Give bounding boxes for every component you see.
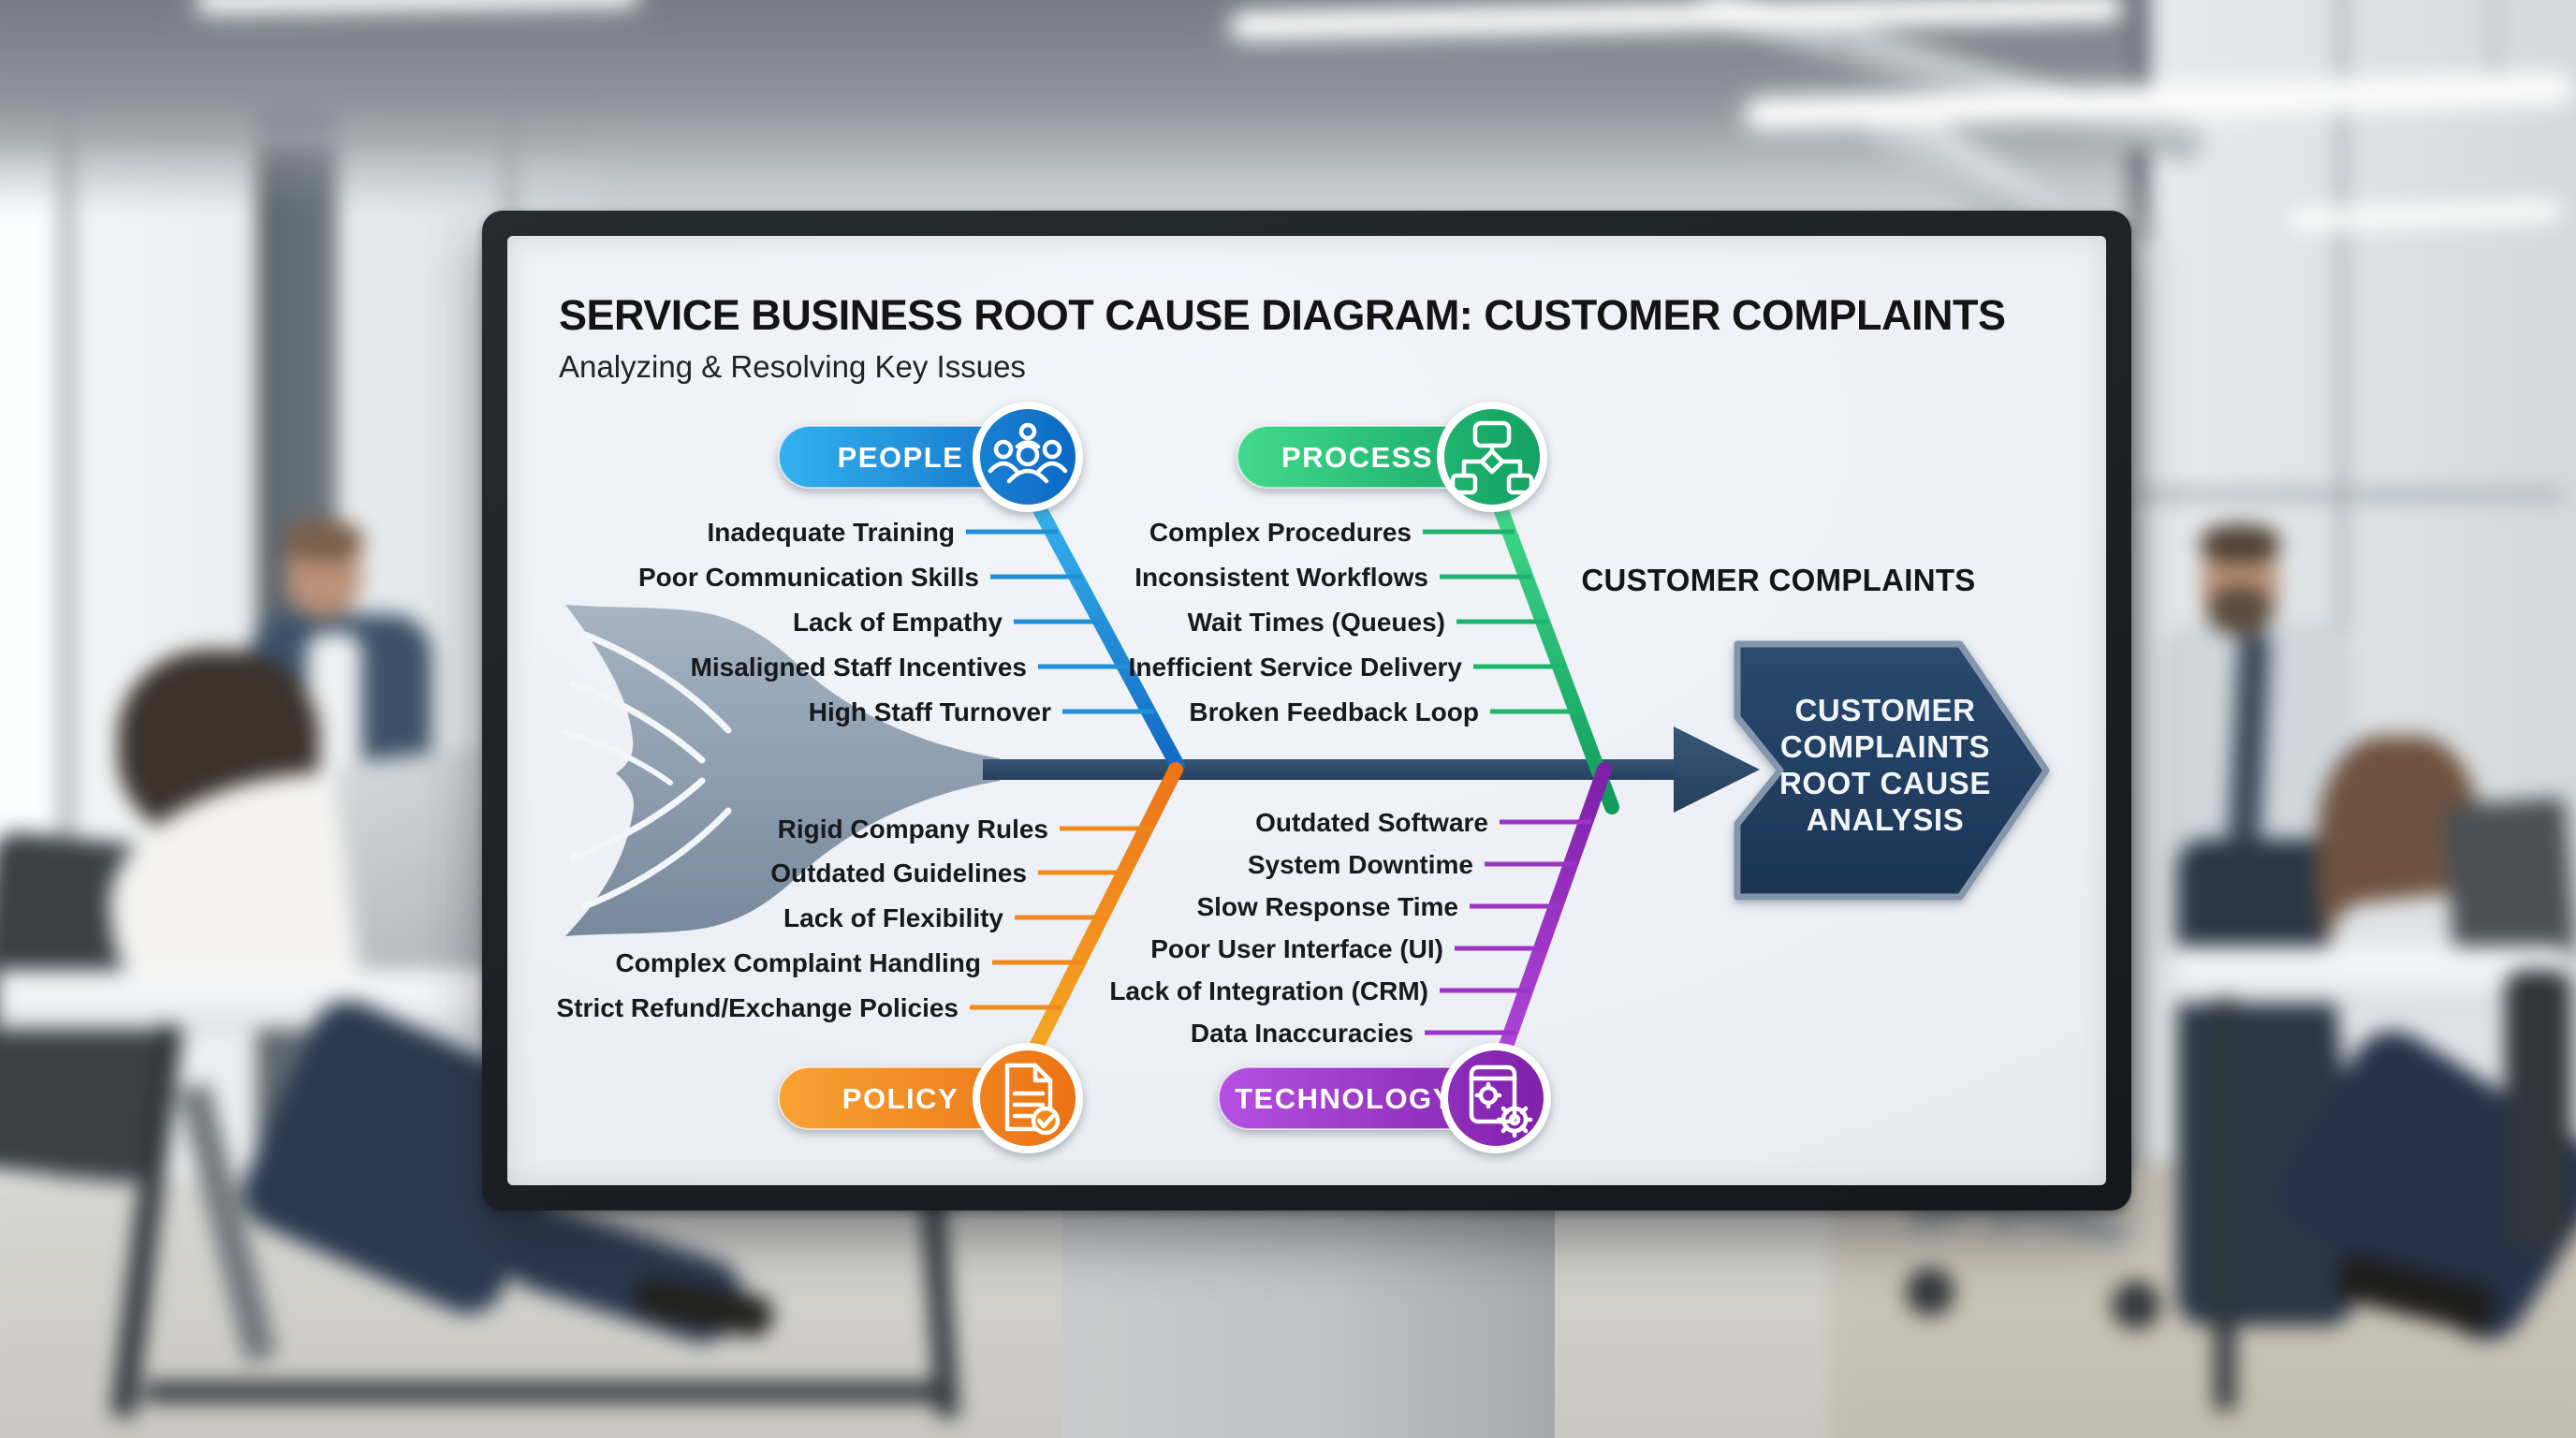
slide-subtitle: Analyzing & Resolving Key Issues <box>559 349 1026 384</box>
bone-policy <box>1028 762 1183 1056</box>
fish-tail-stripe <box>581 631 732 734</box>
cause-label: Inconsistent Workflows <box>1134 563 1428 592</box>
glass-frame-bar <box>2127 0 2137 1438</box>
result-box-line: ROOT CAUSE <box>1779 766 1991 800</box>
light-wire <box>2494 0 2496 90</box>
fish-tail-stripe <box>569 680 706 764</box>
spine-arrowhead <box>1674 726 1760 813</box>
result-box-line: ANALYSIS <box>1807 802 1965 837</box>
cause-label: Poor Communication Skills <box>638 563 979 592</box>
standing-man-right-beard <box>2207 586 2273 635</box>
process-causes <box>1423 529 1582 714</box>
cause-label: Wait Times (Queues) <box>1188 608 1445 637</box>
glass-frame-rail <box>2130 491 2561 499</box>
technology-causes <box>1425 819 1591 1035</box>
team-icon <box>988 422 1068 484</box>
desk-left-bar <box>146 1382 942 1402</box>
standing-man-right-hair <box>2200 524 2280 564</box>
cause-label: Outdated Software <box>1255 808 1488 837</box>
pill-policy-label: POLICY <box>842 1082 959 1115</box>
pill-technology: TECHNOLOGY <box>1218 1043 1551 1153</box>
software-gears-icon <box>1469 1064 1533 1138</box>
fishbone-diagram: SERVICE BUSINESS ROOT CAUSE DIAGRAM: CUS… <box>557 291 2050 1153</box>
cause-label: System Downtime <box>1248 850 1473 879</box>
monitor: SERVICE BUSINESS ROOT CAUSE DIAGRAM: CUS… <box>482 211 2131 1211</box>
people-causes <box>966 529 1154 714</box>
result-box-line: COMPLAINTS <box>1780 729 1990 764</box>
light-wire <box>1842 0 1845 94</box>
document-check-icon <box>1004 1063 1061 1136</box>
office-chair-right <box>2505 970 2570 1251</box>
slide-title: SERVICE BUSINESS ROOT CAUSE DIAGRAM: CUS… <box>559 291 2005 339</box>
bone-people <box>1028 493 1185 773</box>
cause-label: Slow Response Time <box>1196 892 1458 921</box>
cause-label: Inefficient Service Delivery <box>1129 653 1463 682</box>
laptop-right <box>2443 797 2576 965</box>
chair-wheel <box>1906 1268 1954 1316</box>
chair-wheel <box>2112 1281 2160 1329</box>
cause-label: Data Inaccuracies <box>1191 1019 1413 1048</box>
desk-right-leg <box>2215 998 2235 1410</box>
cause-label: Lack of Empathy <box>793 608 1003 637</box>
pill-people: PEOPLE <box>778 402 1083 512</box>
pill-policy: POLICY <box>778 1043 1083 1153</box>
cause-label: Lack of Integration (CRM) <box>1109 976 1428 1005</box>
result-box: CUSTOMER COMPLAINTS ROOT CAUSE ANALYSIS <box>1734 640 2050 901</box>
pill-process-label: PROCESS <box>1281 441 1433 474</box>
flowchart-icon <box>1450 420 1534 495</box>
monitor-stand <box>1062 1208 1555 1438</box>
desk-right <box>2173 946 2566 1004</box>
cause-label: Broken Feedback Loop <box>1189 697 1479 726</box>
light-wire <box>1316 0 1319 15</box>
fish-tail-stripe <box>563 729 673 785</box>
spine <box>983 759 1677 780</box>
result-box-line: CUSTOMER <box>1794 693 1975 727</box>
cause-label: Outdated Guidelines <box>770 858 1027 888</box>
bone-technology <box>1498 762 1612 1056</box>
bone-process <box>1490 493 1619 814</box>
cause-label: Rigid Company Rules <box>778 814 1048 844</box>
pill-technology-label: TECHNOLOGY <box>1235 1082 1454 1115</box>
effect-label: CUSTOMER COMPLAINTS <box>1581 563 1975 597</box>
policy-causes <box>970 826 1151 1010</box>
fish-tail-stripe <box>569 777 706 861</box>
pill-people-label: PEOPLE <box>838 441 964 474</box>
fish-tail <box>565 605 1000 936</box>
standing-man-left-hair <box>285 521 363 562</box>
cause-label: Lack of Flexibility <box>783 903 1003 932</box>
cause-label: Misaligned Staff Incentives <box>691 653 1027 682</box>
cause-label: Poor User Interface (UI) <box>1150 934 1443 963</box>
cause-label: Complex Procedures <box>1149 518 1412 547</box>
fish-tail-stripe <box>581 807 732 910</box>
cause-label: Inadequate Training <box>708 518 955 547</box>
cause-label: High Staff Turnover <box>809 697 1051 726</box>
cause-label: Complex Complaint Handling <box>616 948 981 977</box>
presentation-slide: SERVICE BUSINESS ROOT CAUSE DIAGRAM: CUS… <box>507 236 2106 1185</box>
pill-process: PROCESS <box>1237 402 1547 512</box>
cause-label: Strict Refund/Exchange Policies <box>557 993 959 1022</box>
